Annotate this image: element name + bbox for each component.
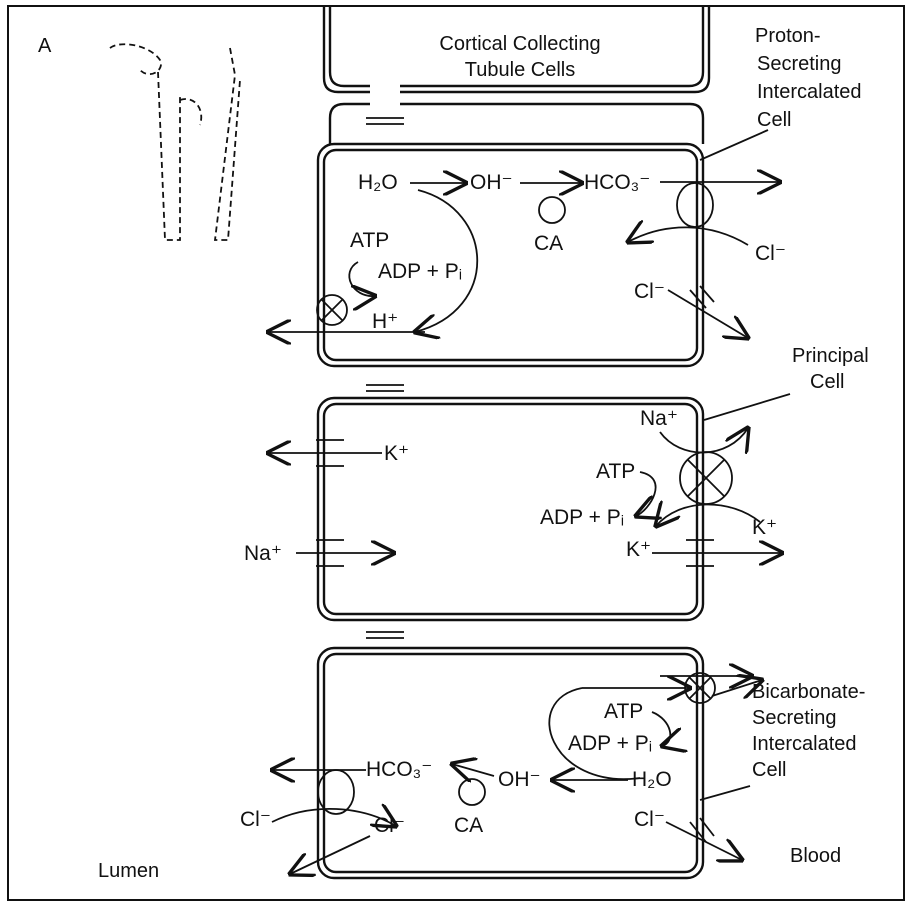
- oh-to-hco3-bicarb-arrow: [452, 764, 494, 776]
- bicarb-ca: CA: [454, 814, 483, 837]
- cl-channel-arrow: [668, 290, 748, 338]
- hco3-cl-exchanger: [677, 183, 713, 227]
- bicarb-cl-out: Cl⁻: [374, 814, 405, 837]
- principal-pointer: [704, 394, 790, 420]
- bicarb-label-4: Cell: [752, 759, 786, 781]
- principal-na-lumen: Na⁺: [244, 542, 282, 565]
- cl-in-arrow: [628, 227, 748, 245]
- proton-adp: ADP + Pᵢ: [378, 260, 462, 283]
- na-k-pump: [680, 452, 732, 504]
- bicarb-atp: ATP: [604, 700, 643, 723]
- atp-curl-arrow: [349, 262, 375, 296]
- principal-label-1: Principal: [792, 345, 869, 367]
- bicarb-label-3: Intercalated: [752, 733, 857, 755]
- principal-atp: ATP: [596, 460, 635, 483]
- proton-cl-channel-label: Cl⁻: [634, 280, 665, 303]
- proton-label-4: Cell: [757, 109, 791, 131]
- bicarb-label-1: Bicarbonate-: [752, 681, 865, 703]
- bicarb-cl-channel: Cl⁻: [634, 808, 665, 831]
- bicarb-ca-circle: [459, 779, 485, 805]
- bicarb-adp: ADP + Pᵢ: [568, 732, 652, 755]
- bicarb-label-2: Secreting: [752, 707, 837, 729]
- bicarb-cl-channel-arrow: [290, 836, 370, 874]
- principal-k-blood: K⁺: [626, 538, 651, 561]
- tight-junction-2: [366, 385, 404, 391]
- lumen-label: Lumen: [98, 860, 159, 882]
- proton-ca: CA: [534, 232, 563, 255]
- proton-label-2: Secreting: [757, 53, 842, 75]
- bicarb-atp-arrow: [652, 712, 670, 746]
- principal-k-pump: K⁺: [752, 516, 777, 539]
- principal-label-2: Cell: [810, 371, 844, 393]
- principal-k-lumen: K⁺: [384, 442, 409, 465]
- proton-h2o: H₂O: [358, 171, 398, 194]
- title-line1: Cortical Collecting: [439, 33, 600, 55]
- blood-label: Blood: [790, 845, 841, 867]
- principal-atp-arrow: [636, 472, 656, 516]
- tight-junction-1: [366, 118, 404, 124]
- proton-pump: [317, 295, 347, 325]
- bicarb-hco3: HCO₃⁻: [366, 758, 432, 781]
- carbonic-anhydrase-circle: [539, 197, 565, 223]
- proton-hco3: HCO₃⁻: [584, 171, 650, 194]
- principal-na-pump: Na⁺: [640, 407, 678, 430]
- proton-label-3: Intercalated: [757, 81, 862, 103]
- panel-letter: A: [38, 35, 52, 57]
- proton-pointer: [700, 130, 768, 160]
- proton-cl-exchange: Cl⁻: [755, 242, 786, 265]
- nephron-sketch: [110, 44, 240, 240]
- proton-atp: ATP: [350, 229, 389, 252]
- proton-h: H⁺: [372, 310, 398, 333]
- tight-junction-3: [366, 632, 404, 638]
- k-pump-arrow: [656, 504, 760, 526]
- title-line2: Tubule Cells: [465, 59, 575, 81]
- bicarb-cl-in: Cl⁻: [240, 808, 271, 831]
- bicarb-oh: OH⁻: [498, 768, 541, 791]
- proton-label-1: Proton-: [755, 25, 821, 47]
- proton-oh: OH⁻: [470, 171, 513, 194]
- bicarb-h2o: H₂O: [632, 768, 672, 791]
- bicarb-pointer: [700, 786, 750, 800]
- principal-adp: ADP + Pᵢ: [540, 506, 624, 529]
